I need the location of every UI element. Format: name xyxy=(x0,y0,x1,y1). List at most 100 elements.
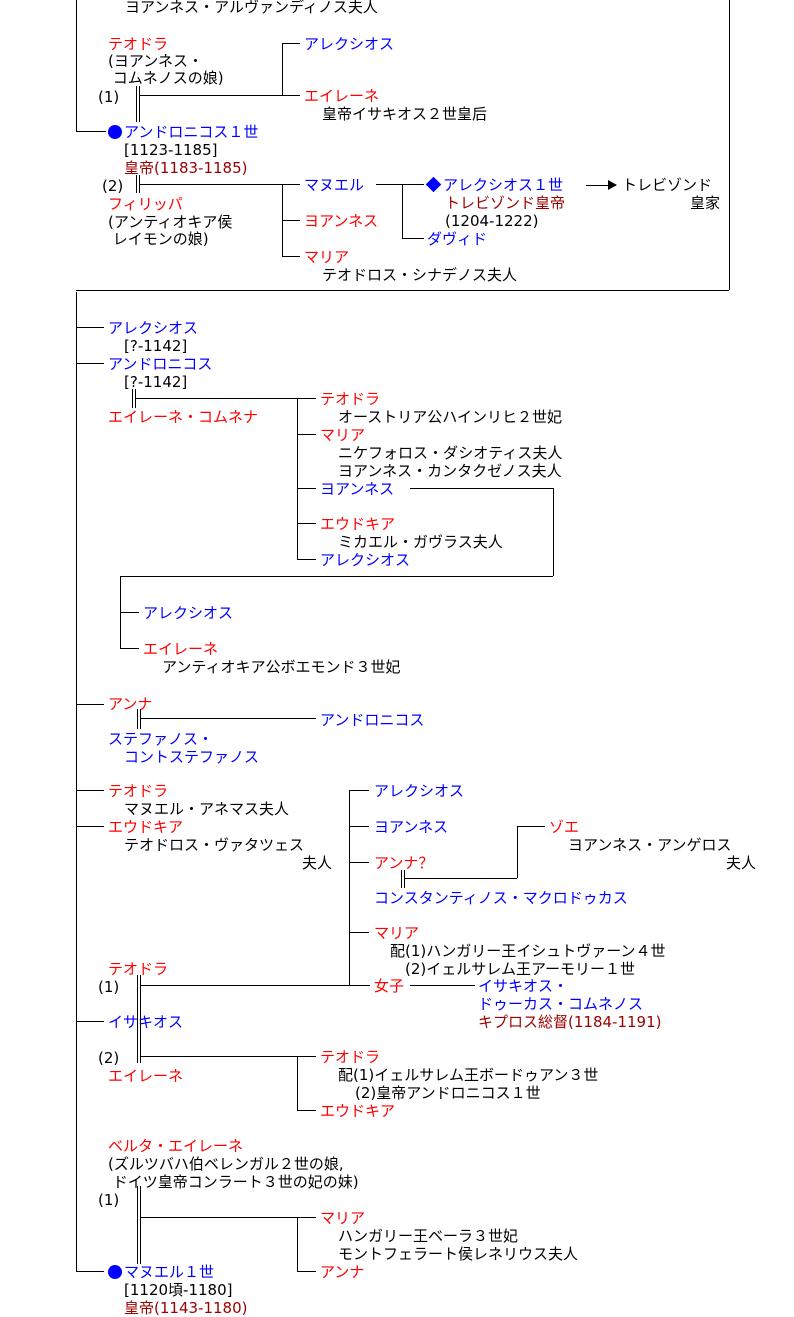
connector xyxy=(729,0,730,290)
person-maria[interactable]: マリア xyxy=(304,248,350,266)
person-ioannes[interactable]: ヨアンネス xyxy=(374,818,449,836)
person-maria[interactable]: マリア xyxy=(320,426,366,444)
connector xyxy=(141,1056,316,1057)
connector xyxy=(553,488,554,576)
person-note: 夫人 xyxy=(302,854,333,872)
connector xyxy=(376,184,424,185)
connector xyxy=(297,1271,316,1272)
person-stephanos-2[interactable]: コントステファノス xyxy=(124,748,260,766)
marriage-line xyxy=(401,870,405,888)
person-alexios-i-trebizond[interactable]: アレクシオス１世 xyxy=(425,176,563,194)
diamond-icon xyxy=(425,176,442,193)
person-note: (2)イェルサレム王アーモリー１世 xyxy=(405,960,636,978)
connector xyxy=(76,131,106,132)
person-andronikos[interactable]: アンドロニコス xyxy=(320,711,425,729)
marriage-number: (2) xyxy=(102,177,124,195)
connector xyxy=(297,398,298,559)
arrow-icon xyxy=(586,185,616,186)
marriage-line xyxy=(137,709,141,729)
connector xyxy=(410,985,475,986)
person-eudokia[interactable]: エウドキア xyxy=(108,818,184,836)
person-ioannes[interactable]: ヨアンネス xyxy=(320,480,395,498)
link-trebizond-2[interactable]: 皇家 xyxy=(690,194,721,212)
person-dates: [?-1142] xyxy=(124,337,188,355)
person-manuel-i[interactable]: マヌエル１世 xyxy=(108,1263,214,1281)
person-alexios[interactable]: アレクシオス xyxy=(143,604,234,622)
person-andronikos[interactable]: アンドロニコス xyxy=(108,355,213,373)
person-alexios[interactable]: アレクシオス xyxy=(304,35,395,53)
marriage-number: (1) xyxy=(98,978,120,996)
emperor-circle-icon xyxy=(108,125,122,139)
person-david[interactable]: ダヴィド xyxy=(427,230,488,248)
connector xyxy=(76,790,104,791)
connector xyxy=(282,43,300,44)
person-note: モントフェラート侯レネリウス夫人 xyxy=(338,1245,579,1263)
person-note: ヨアンネス・アンゲロス xyxy=(568,836,732,854)
connector xyxy=(76,826,104,827)
person-dates: (1204-1222) xyxy=(445,212,539,230)
person-daughter[interactable]: 女子 xyxy=(374,977,405,995)
connector xyxy=(141,985,370,986)
main-trunk xyxy=(76,292,77,1271)
person-theodora[interactable]: テオドラ xyxy=(108,35,169,53)
person-manuel[interactable]: マヌエル xyxy=(304,176,365,194)
person-anna[interactable]: アンナ xyxy=(108,695,153,713)
person-alexios[interactable]: アレクシオス xyxy=(374,782,465,800)
person-note: オーストリア公ハインリヒ２世妃 xyxy=(338,408,562,426)
person-theodora[interactable]: テオドラ xyxy=(108,782,169,800)
person-note: ヨアンネス・アルヴァンディノス夫人 xyxy=(125,0,378,16)
person-note: 配(1)イェルサレム王ボードゥアン３世 xyxy=(338,1066,599,1084)
name: アレクシオス１世 xyxy=(443,176,564,194)
connector xyxy=(76,327,104,328)
connector xyxy=(402,238,424,239)
person-eirene[interactable]: エイレーネ xyxy=(304,87,380,105)
person-maria[interactable]: マリア xyxy=(374,924,420,942)
person-anna[interactable]: アンナ xyxy=(320,1263,365,1281)
person-alexios[interactable]: アレクシオス xyxy=(108,319,199,337)
person-isaakios[interactable]: イサキオス xyxy=(108,1013,184,1031)
person-note: テオドロス・ヴァタツェス xyxy=(124,836,305,854)
person-note: 皇帝イサキオス２世皇后 xyxy=(322,105,488,123)
person-dates: [?-1142] xyxy=(124,373,188,391)
person-theodora[interactable]: テオドラ xyxy=(320,1048,381,1066)
person-theodora[interactable]: テオドラ xyxy=(320,390,381,408)
person-theodora[interactable]: テオドラ xyxy=(108,960,169,978)
person-title: キプロス総督(1184-1191) xyxy=(478,1013,662,1031)
link-trebizond[interactable]: トレビゾンド xyxy=(622,176,713,194)
connector xyxy=(120,648,139,649)
person-maria[interactable]: マリア xyxy=(320,1209,366,1227)
person-alexios[interactable]: アレクシオス xyxy=(320,551,411,569)
person-eirene[interactable]: エイレーネ xyxy=(143,640,219,658)
person-eudokia[interactable]: エウドキア xyxy=(320,1102,396,1120)
person-note: 配(1)ハンガリー王イシュトヴァーン４世 xyxy=(390,942,666,960)
marriage-number: (1) xyxy=(98,1191,120,1209)
person-makrodoukas[interactable]: コンスタンティノス・マクロドゥカス xyxy=(374,889,628,907)
person-isaakios-doukas[interactable]: イサキオス・ xyxy=(478,977,569,995)
connector xyxy=(297,559,316,560)
marriage-line xyxy=(137,975,141,1063)
person-title: トレビゾンド皇帝 xyxy=(445,194,566,212)
person-isaakios-doukas-2[interactable]: ドゥーカス・コムネノス xyxy=(478,995,644,1013)
connector xyxy=(76,363,104,364)
connector xyxy=(140,95,300,96)
person-note: コムネノスの娘) xyxy=(108,69,224,87)
person-eudokia[interactable]: エウドキア xyxy=(320,515,396,533)
connector xyxy=(140,184,300,185)
person-zoe[interactable]: ゾエ xyxy=(549,818,580,836)
connector xyxy=(282,220,300,221)
connector xyxy=(141,718,316,719)
person-note: マヌエル・アネマス夫人 xyxy=(124,800,290,818)
person-ioannes[interactable]: ヨアンネス xyxy=(304,212,379,230)
person-eirene-komnene[interactable]: エイレーネ・コムネナ xyxy=(108,408,259,426)
connector xyxy=(76,1271,104,1272)
person-andronikos-i[interactable]: アンドロニコス１世 xyxy=(108,123,258,141)
connector xyxy=(120,576,553,577)
person-eirene[interactable]: エイレーネ xyxy=(108,1067,184,1085)
connector xyxy=(517,826,518,878)
name: マヌエル１世 xyxy=(124,1263,215,1281)
person-anna[interactable]: アンナ？ xyxy=(374,854,434,872)
connector xyxy=(76,0,77,131)
person-bertha[interactable]: ベルタ・エイレーネ xyxy=(108,1137,244,1155)
person-philippa[interactable]: フィリッパ xyxy=(108,195,183,213)
person-stephanos[interactable]: ステファノス・ xyxy=(108,730,214,748)
